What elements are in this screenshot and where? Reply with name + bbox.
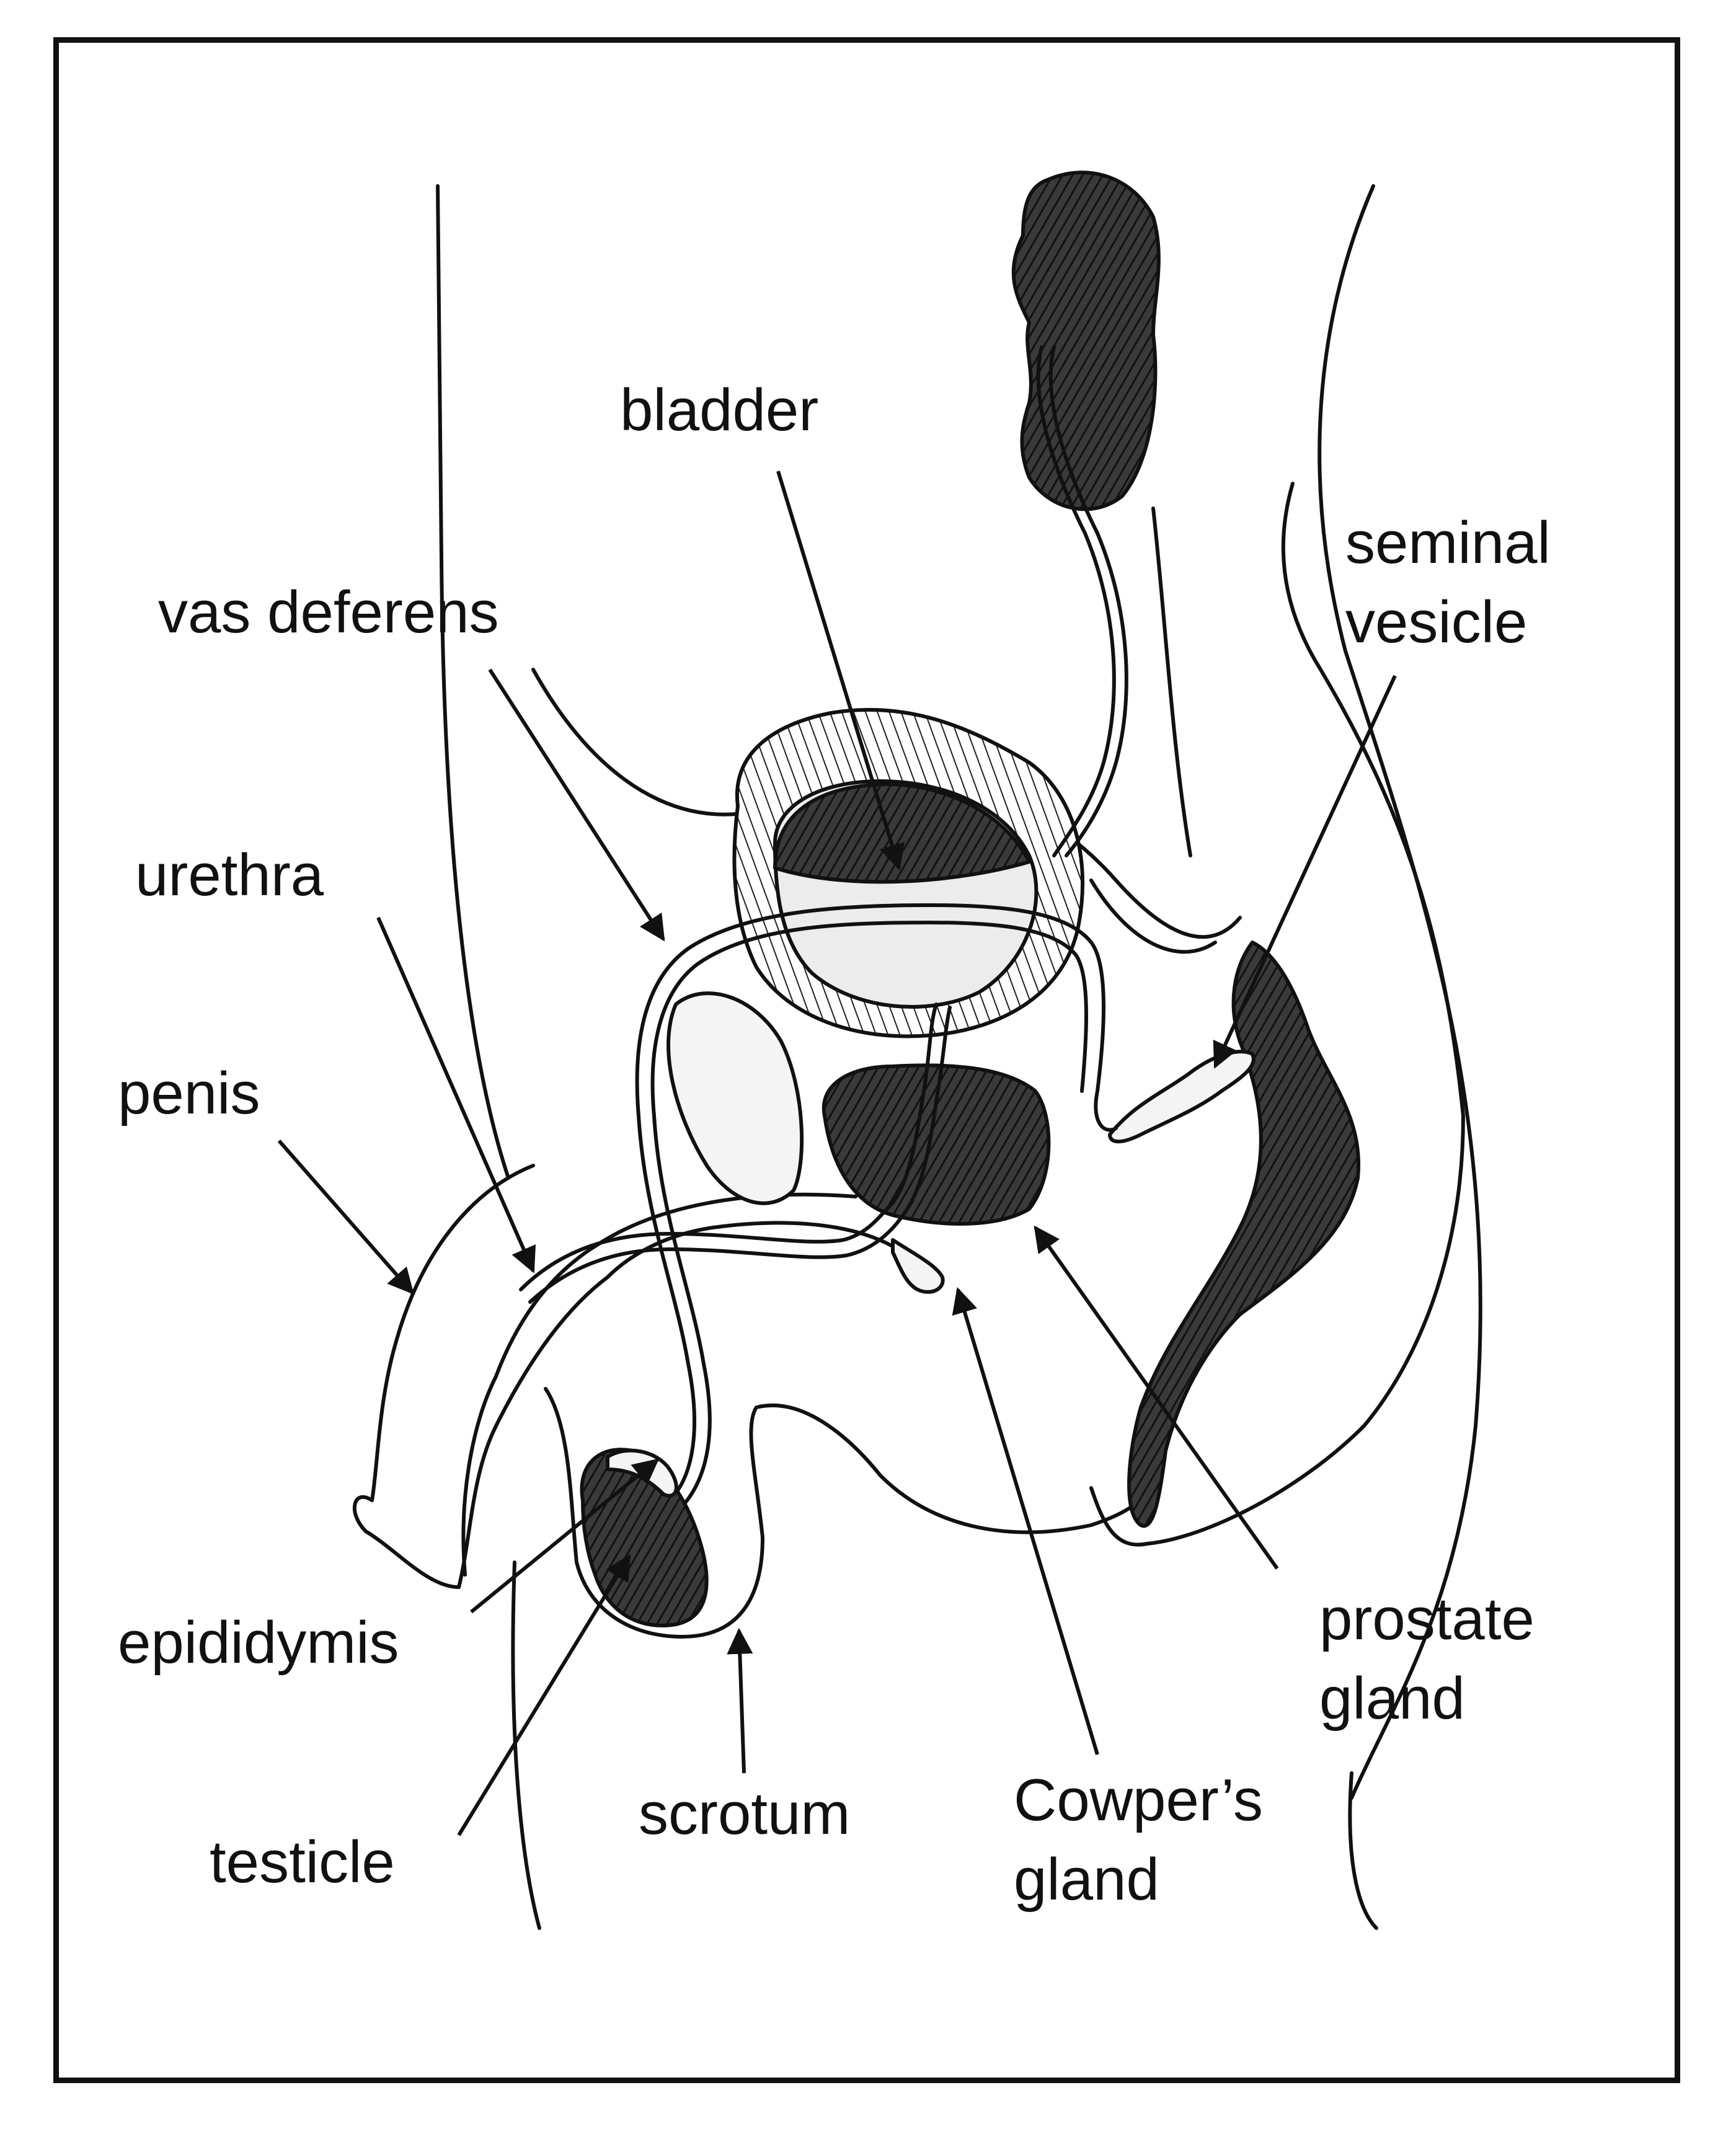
seminal-vesicle-arrow bbox=[1213, 675, 1397, 1069]
label-penis: penis bbox=[118, 1060, 260, 1126]
urethra bbox=[519, 1003, 938, 1291]
label-cowpers-gland-line2: gland bbox=[1014, 1846, 1159, 1913]
urethra-arrow bbox=[376, 916, 536, 1273]
label-epididymis: epididymis bbox=[118, 1609, 399, 1676]
ureter bbox=[1036, 345, 1116, 857]
label-seminal-vesicle-line2: vesicle bbox=[1345, 589, 1528, 655]
scrotum-outline bbox=[544, 1387, 1155, 1639]
label-prostate-gland-line2: gland bbox=[1319, 1665, 1465, 1732]
cowpers-gland-arrow bbox=[952, 1286, 1099, 1755]
cowpers-gland bbox=[891, 1238, 945, 1294]
lower-back-line bbox=[1348, 1771, 1378, 1930]
prostate bbox=[822, 1063, 1051, 1226]
vas-deferens-arrow bbox=[488, 668, 665, 942]
perineum-curve bbox=[1089, 1114, 1465, 1547]
bladder-arrow bbox=[776, 471, 905, 871]
vas-deferens bbox=[635, 903, 1118, 1502]
label-urethra: urethra bbox=[135, 842, 324, 908]
prostate-gland-arrow bbox=[1034, 1225, 1279, 1570]
penis-arrow bbox=[277, 1140, 414, 1295]
back-outer-line bbox=[1318, 184, 1482, 1800]
epididymis-arrow bbox=[470, 1458, 660, 1614]
seminal-vesicle bbox=[1108, 1050, 1256, 1144]
bladder-dark-top bbox=[773, 782, 1031, 884]
vas-deferens-inner bbox=[650, 921, 1088, 1508]
label-vas-deferens: vas deferens bbox=[158, 579, 499, 645]
label-seminal-vesicle-line1: seminal bbox=[1345, 510, 1551, 576]
scrotum-arrow bbox=[727, 1627, 753, 1774]
abdominal-wall-line bbox=[436, 184, 510, 1180]
ureter-inner bbox=[1048, 345, 1128, 857]
rectum bbox=[1127, 941, 1361, 1528]
kidney bbox=[1011, 170, 1161, 511]
diagram-frame bbox=[53, 37, 1680, 2083]
leader-arrows bbox=[277, 471, 1397, 1836]
label-testicle: testicle bbox=[210, 1829, 395, 1895]
label-cowpers-gland-line1: Cowper’s bbox=[1014, 1767, 1263, 1833]
urethra-inner bbox=[528, 1006, 952, 1304]
pelvic-inner-curve bbox=[1089, 879, 1217, 954]
testicle-arrow bbox=[457, 1554, 631, 1836]
pubic-ridge bbox=[1151, 507, 1192, 857]
label-scrotum: scrotum bbox=[639, 1781, 851, 1847]
thigh-line bbox=[511, 1560, 541, 1930]
label-bladder: bladder bbox=[620, 377, 819, 443]
back-inner-line bbox=[1281, 482, 1465, 1118]
pubic-bone bbox=[666, 991, 804, 1205]
label-prostate-gland-line1: prostate bbox=[1319, 1586, 1534, 1652]
